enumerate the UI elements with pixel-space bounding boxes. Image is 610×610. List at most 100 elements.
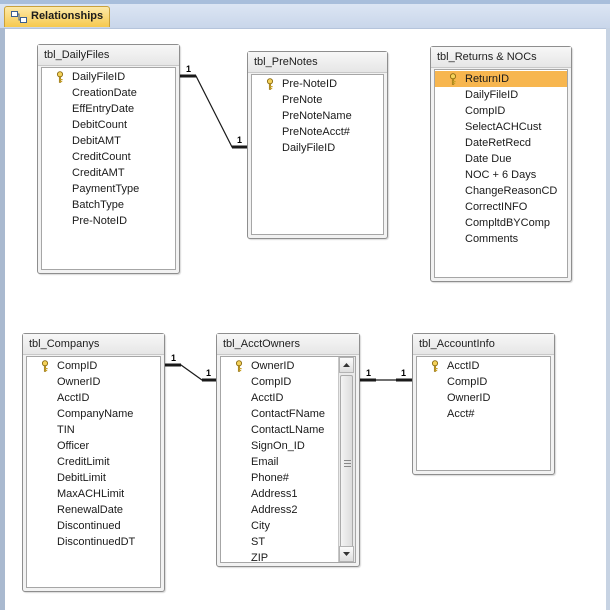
field-name: EffEntryDate [72, 103, 135, 115]
cardinality-label: 1 [171, 353, 176, 363]
field-name: SignOn_ID [251, 440, 305, 452]
field-row[interactable]: RenewalDate [27, 502, 160, 518]
field-name: Phone# [251, 472, 289, 484]
field-name: CompanyName [57, 408, 134, 420]
field-list-scrollbar[interactable] [338, 357, 355, 562]
field-row[interactable]: DebitCount [42, 117, 175, 133]
field-row[interactable]: DailyFileID [252, 140, 383, 156]
field-row[interactable]: CompID [417, 374, 550, 390]
field-row[interactable]: AcctID [27, 390, 160, 406]
field-row[interactable]: ContactLName [221, 422, 339, 438]
field-row[interactable]: ZIP [221, 550, 339, 562]
field-row[interactable]: BatchType [42, 197, 175, 213]
table-title[interactable]: tbl_Returns & NOCs [431, 47, 571, 68]
table-title[interactable]: tbl_PreNotes [248, 52, 387, 73]
field-row[interactable]: CompanyName [27, 406, 160, 422]
field-row[interactable]: ReturnID [435, 71, 567, 87]
field-name: CreationDate [72, 87, 137, 99]
field-row[interactable]: PreNoteAcct# [252, 124, 383, 140]
field-row[interactable]: DiscontinuedDT [27, 534, 160, 550]
field-row[interactable]: AcctID [221, 390, 339, 406]
field-row[interactable]: NOC + 6 Days [435, 167, 567, 183]
field-name: PreNoteName [282, 110, 352, 122]
field-row[interactable]: DailyFileID [435, 87, 567, 103]
field-row[interactable]: OwnerID [221, 358, 339, 374]
field-name: DailyFileID [465, 89, 519, 101]
field-row[interactable]: CompID [435, 103, 567, 119]
primary-key-icon [449, 73, 457, 85]
scroll-up-button[interactable] [339, 357, 354, 373]
field-row[interactable]: Pre-NoteID [42, 213, 175, 229]
field-row[interactable]: OwnerID [417, 390, 550, 406]
table-title[interactable]: tbl_DailyFiles [38, 45, 179, 66]
scroll-down-button[interactable] [339, 546, 354, 562]
field-name: CompID [447, 376, 488, 388]
field-name: Pre-NoteID [282, 78, 338, 90]
field-row[interactable]: Phone# [221, 470, 339, 486]
table-tbl-companys[interactable]: tbl_Companys CompID OwnerID AcctID CompanyN… [22, 333, 165, 592]
field-name: CreditCount [72, 151, 131, 163]
field-row[interactable]: CompID [221, 374, 339, 390]
field-name: NOC + 6 Days [465, 169, 537, 181]
field-row[interactable]: DateRetRecd [435, 135, 567, 151]
field-row[interactable]: DebitLimit [27, 470, 160, 486]
field-row[interactable]: OwnerID [27, 374, 160, 390]
field-row[interactable]: CreditCount [42, 149, 175, 165]
field-row[interactable]: MaxACHLimit [27, 486, 160, 502]
field-row[interactable]: ST [221, 534, 339, 550]
field-row[interactable]: DailyFileID [42, 69, 175, 85]
field-row[interactable]: ChangeReasonCD [435, 183, 567, 199]
field-row[interactable]: AcctID [417, 358, 550, 374]
primary-key-icon [235, 360, 243, 372]
field-row[interactable]: ContactFName [221, 406, 339, 422]
tab-relationships[interactable]: Relationships [4, 6, 110, 27]
field-row[interactable]: Address2 [221, 502, 339, 518]
field-row[interactable]: Comments [435, 231, 567, 247]
field-row[interactable]: PreNoteName [252, 108, 383, 124]
field-row[interactable]: Officer [27, 438, 160, 454]
arrow-up-icon [343, 363, 350, 367]
field-name: CreditLimit [57, 456, 110, 468]
field-row[interactable]: CreationDate [42, 85, 175, 101]
field-row[interactable]: Pre-NoteID [252, 76, 383, 92]
field-row[interactable]: CreditLimit [27, 454, 160, 470]
field-row[interactable]: City [221, 518, 339, 534]
field-row[interactable]: SignOn_ID [221, 438, 339, 454]
field-row[interactable]: PreNote [252, 92, 383, 108]
field-name: Address1 [251, 488, 298, 500]
field-row[interactable]: Date Due [435, 151, 567, 167]
field-name: OwnerID [57, 376, 101, 388]
field-name: AcctID [57, 392, 90, 404]
field-row[interactable]: CreditAMT [42, 165, 175, 181]
field-row[interactable]: Acct# [417, 406, 550, 422]
field-name: DiscontinuedDT [57, 536, 136, 548]
field-row[interactable]: Email [221, 454, 339, 470]
field-row[interactable]: Address1 [221, 486, 339, 502]
field-row[interactable]: CorrectINFO [435, 199, 567, 215]
table-title[interactable]: tbl_AccountInfo [413, 334, 554, 355]
field-row[interactable]: CompltdBYComp [435, 215, 567, 231]
table-title[interactable]: tbl_Companys [23, 334, 164, 355]
table-title[interactable]: tbl_AcctOwners [217, 334, 359, 355]
field-row[interactable]: EffEntryDate [42, 101, 175, 117]
scroll-thumb[interactable] [340, 375, 353, 555]
field-row[interactable]: PaymentType [42, 181, 175, 197]
field-row[interactable]: SelectACHCust [435, 119, 567, 135]
field-name: ST [251, 536, 266, 548]
field-row[interactable]: DebitAMT [42, 133, 175, 149]
field-row[interactable]: TIN [27, 422, 160, 438]
field-row[interactable]: Discontinued [27, 518, 160, 534]
field-name: Officer [57, 440, 90, 452]
field-row[interactable]: CompID [27, 358, 160, 374]
table-tbl-returns-nocs[interactable]: tbl_Returns & NOCs ReturnID DailyFileID Co… [430, 46, 572, 282]
